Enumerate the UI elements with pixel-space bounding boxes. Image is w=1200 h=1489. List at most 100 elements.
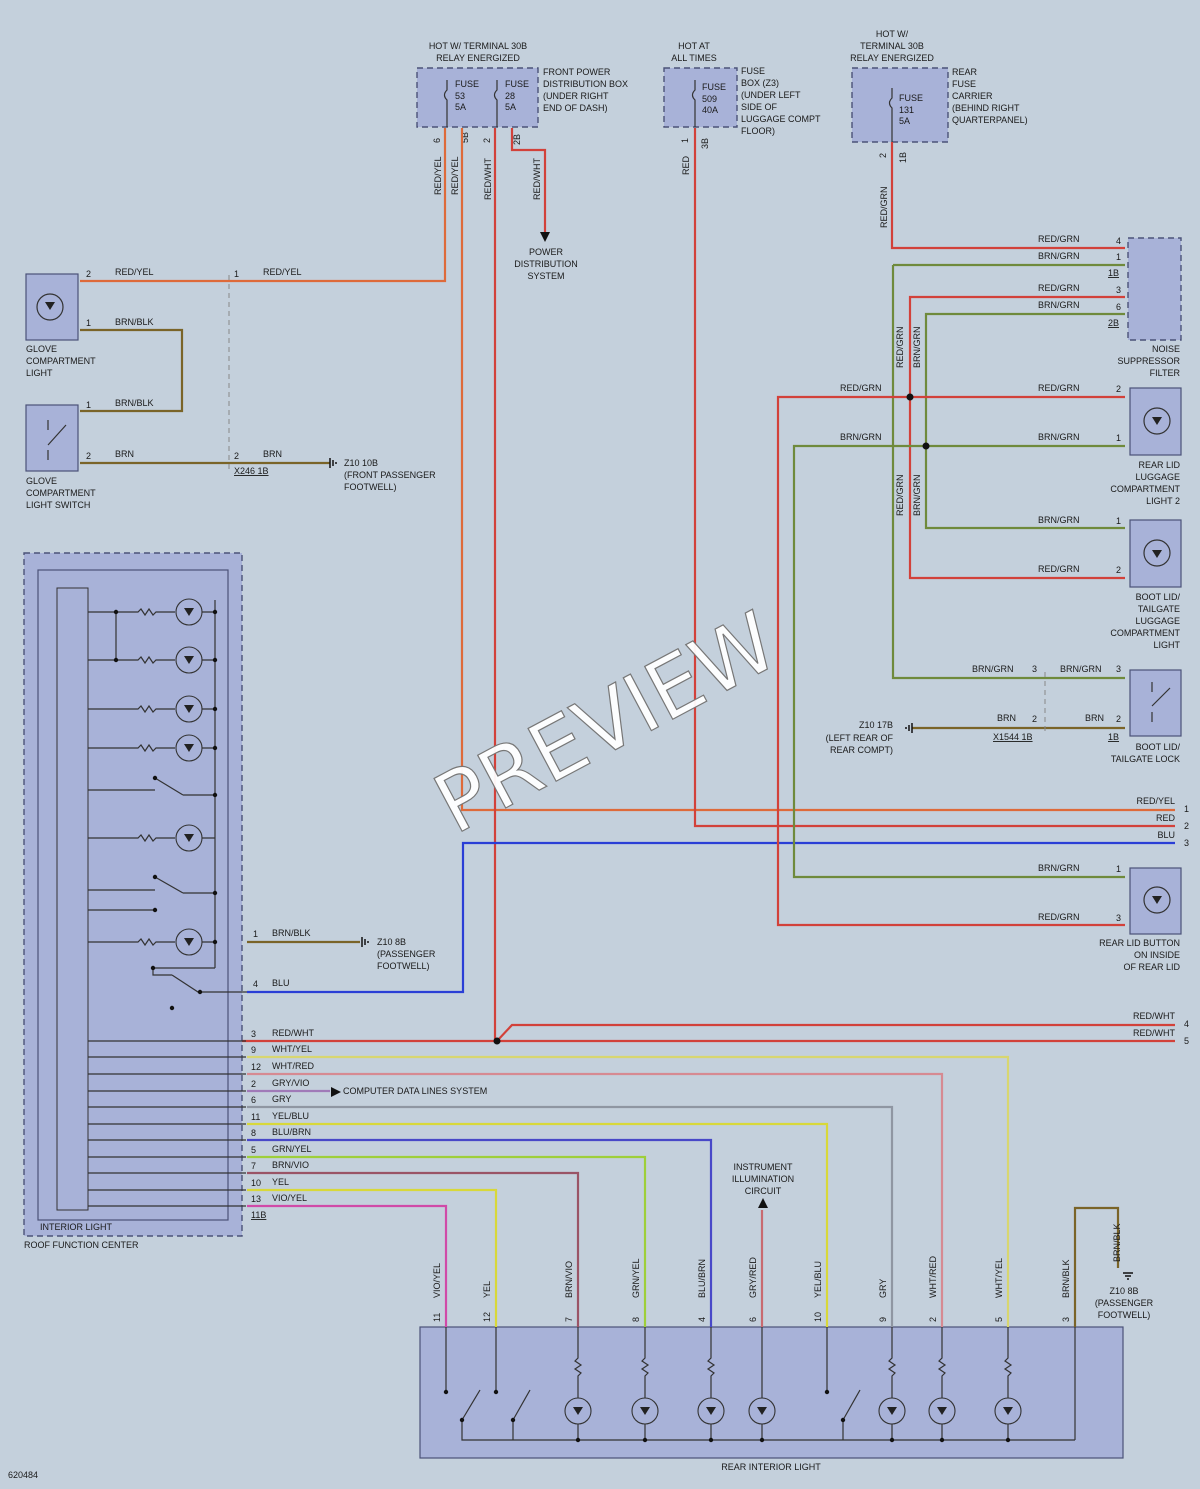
svg-text:2: 2 [1116,565,1121,575]
svg-text:RED/WHT: RED/WHT [483,158,493,200]
wire [247,1072,944,1327]
fuse-131-box [851,67,949,143]
junction-dot [459,1417,465,1423]
junction-dot [113,657,119,663]
z3-line-2: BOX (Z3) [741,78,779,88]
svg-text:1: 1 [1116,252,1121,262]
lamp-icon [640,1407,650,1415]
svg-text:BRN/GRN: BRN/GRN [1038,251,1080,261]
switch-icon [1151,682,1171,722]
lamp-icon [175,928,203,956]
svg-text:BRN/BLK: BRN/BLK [115,317,154,327]
svg-text:CIRCUIT: CIRCUIT [745,1186,782,1196]
svg-text:LIGHT: LIGHT [1153,640,1180,650]
svg-text:BRN/GRN: BRN/GRN [1038,863,1080,873]
svg-text:LIGHT 2: LIGHT 2 [1146,496,1180,506]
svg-text:11B: 11B [251,1210,266,1220]
lamp-icon [564,1397,592,1425]
junction-dot [152,907,158,913]
svg-text:GLOVE: GLOVE [26,344,57,354]
roof-pin-label: GRN/YEL [272,1144,312,1154]
svg-text:X246 1B: X246 1B [234,466,269,476]
svg-text:COMPARTMENT: COMPARTMENT [1110,628,1180,638]
rear-wire-label: GRY/RED [748,1257,758,1298]
svg-text:RED/GRN: RED/GRN [1038,283,1080,293]
z3-line-4: SIDE OF [741,102,778,112]
svg-text:(PASSENGER: (PASSENGER [377,949,436,959]
svg-text:FOOTWELL): FOOTWELL) [344,482,397,492]
wire [247,1171,580,1327]
svg-text:BRN: BRN [263,449,282,459]
wire [247,1138,713,1327]
roof-pin-number: 2 [251,1079,256,1089]
rear-pin-number: 8 [631,1317,641,1322]
rear-wire-label: BRN/BLK [1061,1259,1071,1298]
pin-509-3b: 3B [700,138,710,149]
rear-wire-label: WHT/YEL [994,1258,1004,1298]
svg-text:1: 1 [1116,433,1121,443]
lamp-icon [631,1397,659,1425]
svg-text:2: 2 [86,269,91,279]
svg-text:BRN/BLK: BRN/BLK [115,398,154,408]
lamp-icon [184,834,194,842]
junction-dot [575,1437,581,1443]
lamp-icon [184,744,194,752]
svg-text:ON INSIDE: ON INSIDE [1134,950,1180,960]
svg-text:6: 6 [1116,302,1121,312]
junction-dot [939,1437,945,1443]
rear-lid-luggage-light-2: REAR LID LUGGAGE COMPARTMENT LIGHT 2 RED… [840,383,1182,506]
svg-text:RED/YEL: RED/YEL [433,156,443,195]
wire-label: BRN/BLK [1112,1223,1122,1262]
boot-lid-light: BOOT LID/ TAILGATE LUGGAGE COMPARTMENT L… [1038,515,1182,650]
glove-compartment-light: GLOVE COMPARTMENT LIGHT 2 RED/YEL RED/YE… [25,267,302,378]
svg-text:LUGGAGE: LUGGAGE [1135,472,1180,482]
front-fuse-group: HOT W/ TERMINAL 30B RELAY ENERGIZED FUSE… [416,41,628,145]
svg-text:4: 4 [253,979,258,989]
svg-text:RED/YEL: RED/YEL [115,267,154,277]
svg-text:1: 1 [86,400,91,410]
svg-text:BLU: BLU [1157,830,1175,840]
rear-carrier-4: (BEHIND RIGHT [952,103,1020,113]
fuse-509-label: FUSE [702,82,726,92]
svg-text:RED/WHT: RED/WHT [1133,1011,1175,1021]
lamp-icon [1152,896,1162,904]
svg-text:TAILGATE LOCK: TAILGATE LOCK [1111,754,1180,764]
rear-header-1: HOT W/ [876,29,909,39]
svg-text:RED/GRN: RED/GRN [1038,564,1080,574]
rear-lamp-lead [706,1327,716,1440]
junction-dot [889,1437,895,1443]
fuse-53-rating: 5A [455,102,466,112]
arrow-right-icon [331,1087,341,1097]
rear-wire-label: GRN/YEL [631,1258,641,1298]
svg-text:BRN/GRN: BRN/GRN [912,474,922,516]
roof-pin-number: 5 [251,1145,256,1155]
svg-text:RED/GRN: RED/GRN [1038,912,1080,922]
svg-text:X1544 1B: X1544 1B [993,732,1033,742]
svg-text:2: 2 [1116,714,1121,724]
svg-text:(FRONT PASSENGER: (FRONT PASSENGER [344,470,436,480]
svg-text:RED/GRN: RED/GRN [895,474,905,516]
pds-line-2: DISTRIBUTION [514,259,578,269]
lamp-icon [45,302,55,310]
right-edge-connector: RED/YEL 1 RED 2 BLU 3 RED/WHT 4 RED/WHT … [1133,796,1189,1046]
rear-wire-label: BRN/VIO [564,1261,574,1298]
rear-wire-label: GRY [878,1279,888,1298]
hot-at-label-1: HOT AT [678,41,710,51]
fuse-28-label: FUSE [505,79,529,89]
junction-dot [759,1437,765,1443]
switch-icon [47,420,67,460]
junction-dot [443,1389,449,1395]
power-distribution-ref: POWER DISTRIBUTION SYSTEM RED/WHT [510,128,578,281]
junction-dot [212,609,218,615]
wire [1073,1206,1120,1327]
pin-2b: 2B [512,134,522,145]
svg-text:LIGHT SWITCH: LIGHT SWITCH [26,500,90,510]
lamp-icon [994,1397,1022,1425]
roof-pin-label: VIO/YEL [272,1193,307,1203]
svg-text:BRN/GRN: BRN/GRN [912,326,922,368]
svg-text:BRN/GRN: BRN/GRN [840,432,882,442]
junction-dot [824,1389,830,1395]
wire [247,1122,829,1327]
junction-dot [169,1005,175,1011]
splice-dots [493,393,930,1045]
